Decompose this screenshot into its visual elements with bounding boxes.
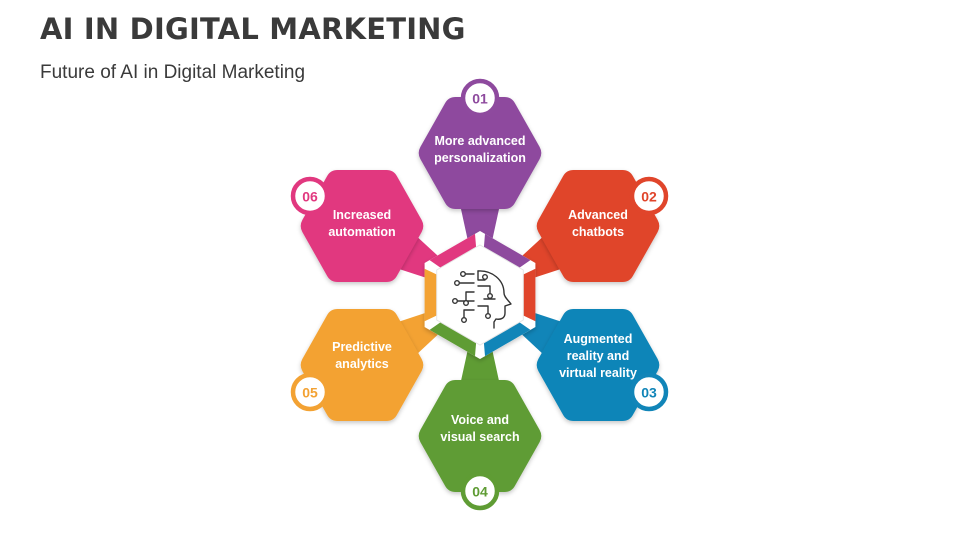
center-segment-06 [429,233,477,268]
hexagon-shape [418,380,542,492]
item-label: Advanced chatbots [568,208,628,239]
number-badge [290,176,330,216]
center-segment-04 [429,322,477,357]
item-label-line: More advanced [434,134,525,148]
center-hexagon [424,231,536,359]
item-label: More advanced personalization [434,134,526,165]
hexagon-item-05: 05 Predictive analytics [290,309,424,421]
page-subtitle: Future of AI in Digital Marketing [40,62,306,83]
number-label: 01 [472,91,488,107]
item-label-line: reality and [567,349,630,363]
number-badge [629,372,669,412]
hexagon-shape [418,97,542,209]
number-badge [460,471,500,511]
center-segment-03 [483,322,531,357]
hexagon-shape [536,170,660,282]
ai-brain-circuit-head-icon [452,270,512,329]
item-label: Increased automation [328,208,395,239]
item-label-line: personalization [434,151,526,165]
item-label-line: Increased [333,208,391,222]
number-badge [629,176,669,216]
hexagon-shape [536,309,660,421]
item-label-line: Augmented [564,332,633,346]
center-segment-01 [483,233,531,268]
number-badge [290,372,330,412]
number-label: 06 [302,189,318,205]
item-label-line: Predictive [332,340,392,354]
item-label: Augmented reality and virtual reality [559,332,637,380]
item-label-line: Advanced [568,208,628,222]
item-label-line: virtual reality [559,366,637,380]
number-label: 04 [472,484,488,500]
hexagon-item-03: 03 Augmented reality and virtual reality [536,309,669,421]
item-label: Predictive analytics [332,340,392,371]
item-label-line: analytics [335,357,389,371]
page-title: AI IN DIGITAL MARKETING [40,12,466,46]
item-label-line: Voice and [451,413,509,427]
number-label: 05 [302,385,318,401]
item-label-line: visual search [440,430,519,444]
item-label-line: automation [328,225,395,239]
number-label: 02 [641,189,657,205]
hexagon-shape [300,170,424,282]
item-label-line: chatbots [572,225,624,239]
center-segment-05 [424,268,437,322]
hexagon-shape [300,309,424,421]
number-label: 03 [641,385,657,401]
number-badge [460,78,500,118]
item-label: Voice and visual search [440,413,519,444]
hexagon-item-04: 04 Voice and visual search [418,380,542,511]
center-segment-02 [523,268,536,322]
center-hexagon-inner [436,244,524,346]
